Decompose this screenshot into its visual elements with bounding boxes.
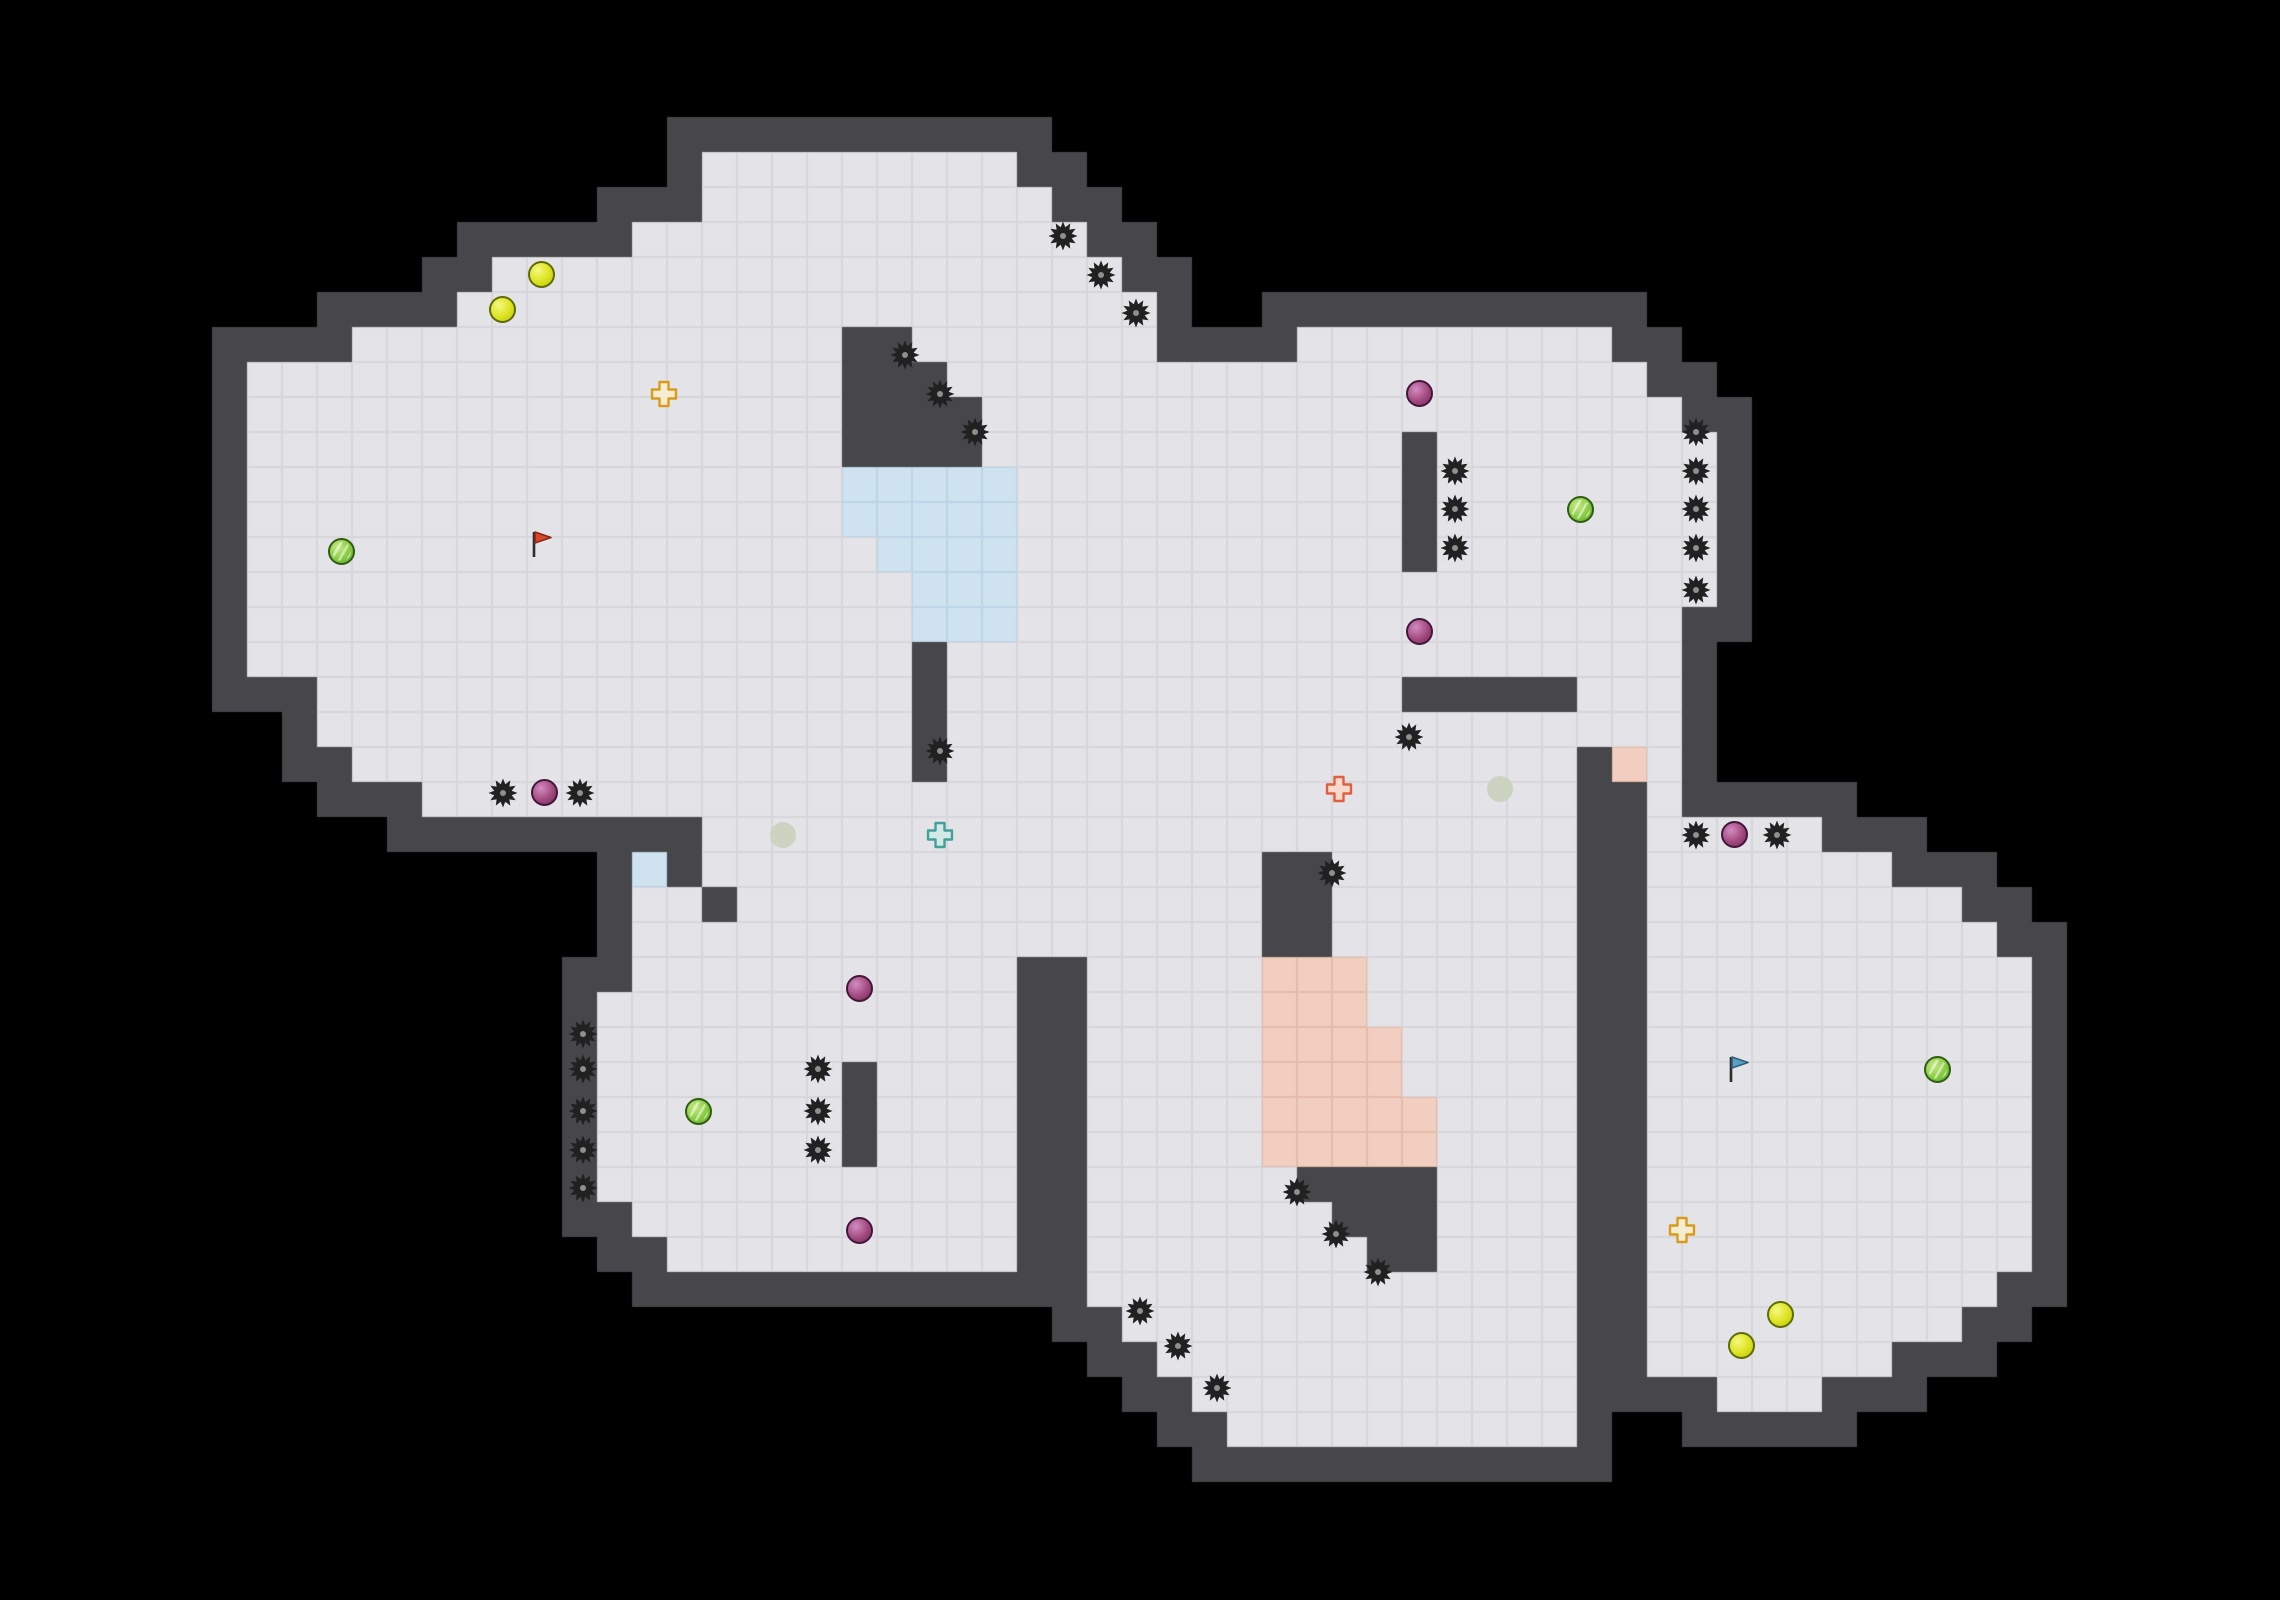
saw-blade (1317, 858, 1347, 888)
saw-blade (1163, 1331, 1193, 1361)
green-orb (1567, 495, 1594, 523)
saw-blade (1321, 1219, 1351, 1249)
saw-blade (803, 1135, 833, 1165)
entity-layer (2, 12, 2277, 1587)
gold-cross-icon (649, 379, 679, 409)
saw-blade (1681, 575, 1711, 605)
gold-cross-icon (1667, 1215, 1697, 1245)
saw-blade (568, 1019, 598, 1049)
saw-blade (1681, 417, 1711, 447)
purple-orb (1406, 380, 1433, 407)
saw-blade (1440, 494, 1470, 524)
saw-blade (890, 340, 920, 370)
yellow-orb (489, 296, 516, 323)
saw-blade (1681, 494, 1711, 524)
saw-blade (1681, 820, 1711, 850)
purple-orb (846, 975, 873, 1002)
saw-blade (1048, 221, 1078, 251)
yellow-orb (1766, 1300, 1794, 1328)
teal-cross-icon (925, 820, 955, 850)
pale-dot (1487, 776, 1513, 802)
purple-orb (846, 1216, 873, 1244)
saw-blade (568, 1135, 598, 1165)
saw-blade (1681, 533, 1711, 563)
green-orb (685, 1097, 712, 1125)
saw-blade (925, 379, 955, 409)
yellow-orb (527, 261, 555, 288)
green-orb (1924, 1055, 1951, 1083)
yellow-orb (1728, 1332, 1755, 1359)
saw-blade (568, 1096, 598, 1126)
saw-blade (488, 778, 518, 808)
saw-blade (1282, 1177, 1312, 1207)
saw-blade (1440, 456, 1470, 486)
saw-blade (1086, 260, 1116, 290)
saw-blade (803, 1096, 833, 1126)
purple-orb (1721, 821, 1748, 848)
pale-dot (769, 821, 796, 848)
purple-orb (531, 779, 558, 806)
saw-blade (1681, 456, 1711, 486)
saw-blade (925, 736, 955, 766)
green-orb (328, 537, 355, 565)
saw-blade (960, 417, 990, 447)
saw-blade (1394, 722, 1424, 752)
level-map[interactable] (2, 12, 2277, 1587)
saw-blade (1202, 1373, 1232, 1403)
saw-blade (1125, 1296, 1155, 1326)
saw-blade (1440, 533, 1470, 563)
saw-blade (803, 1054, 833, 1084)
purple-orb (1406, 618, 1433, 645)
saw-blade (568, 1173, 598, 1203)
saw-blade (1363, 1257, 1393, 1287)
saw-blade (1121, 298, 1151, 328)
saw-blade (565, 778, 595, 808)
red-flag (523, 526, 559, 562)
orange-cross-icon (1324, 774, 1354, 804)
saw-blade (1762, 820, 1792, 850)
blue-flag (1720, 1051, 1756, 1087)
saw-blade (568, 1054, 598, 1084)
